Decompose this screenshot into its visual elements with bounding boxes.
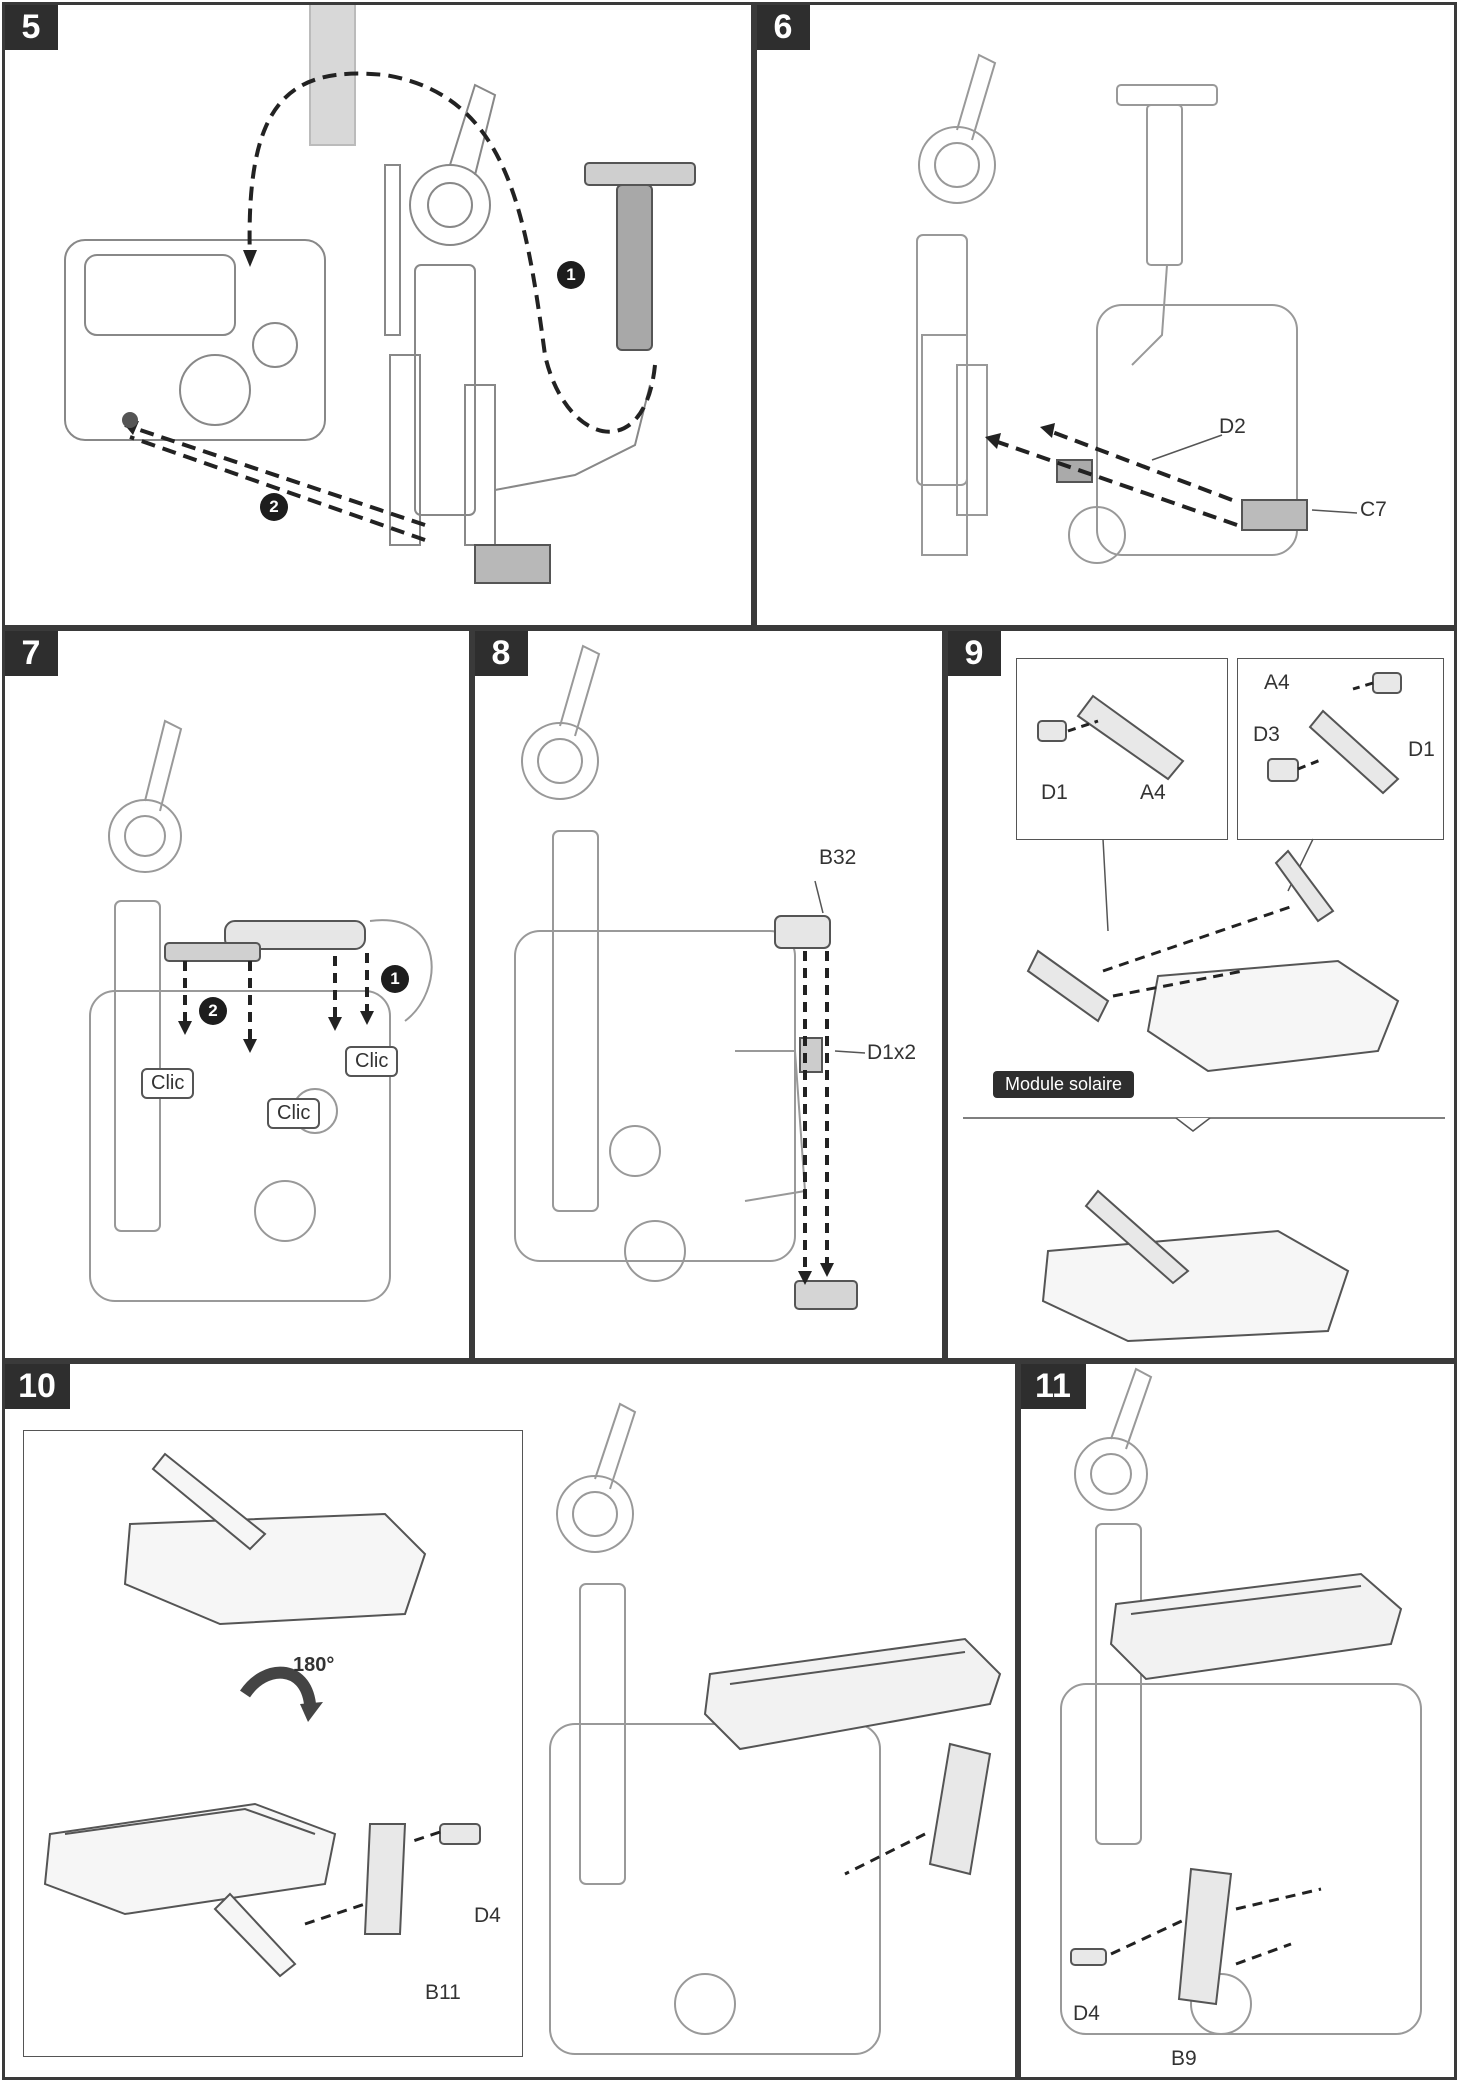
part-label-a4-left: A4 (1140, 781, 1166, 804)
solar-module-illustration (43, 1402, 1002, 2055)
step-8-panel: 8 B32 D1x2 (472, 628, 945, 1361)
step-number: 9 (948, 631, 1001, 676)
part-label-d4: D4 (1073, 2002, 1100, 2025)
step-number: 7 (5, 631, 58, 676)
step-6-panel: 6 D2 C7 (754, 2, 1457, 628)
solar-module-illustration (963, 672, 1445, 1343)
step-11-panel: 11 D4 B9 (1018, 1361, 1457, 2080)
step-badge-1: 1 (381, 965, 409, 993)
part-label-d1x2: D1x2 (867, 1041, 917, 1064)
step-number: 10 (5, 1364, 70, 1409)
part-label-b9: B9 (1171, 2047, 1197, 2070)
step-number: 6 (757, 5, 810, 50)
clic-callout-middle: Clic (267, 1098, 321, 1129)
robot-assembly-illustration (64, 5, 696, 584)
part-label-b11: B11 (425, 1981, 461, 2004)
step-badge-1: 1 (557, 261, 585, 289)
part-label-d4: D4 (474, 1904, 501, 1927)
robot-assembly-illustration (514, 644, 866, 1310)
robot-assembly-illustration (89, 719, 433, 1302)
part-label-d1-left: D1 (1041, 781, 1068, 804)
step-7-panel: 7 1 2 Clic Clic Clic (2, 628, 472, 1361)
step-10-panel: 10 18 (2, 1361, 1018, 2080)
step-number: 5 (5, 5, 58, 50)
module-solaire-tag: Module solaire (993, 1071, 1135, 1098)
clic-callout-right: Clic (345, 1046, 399, 1077)
step-badge-2: 2 (199, 997, 227, 1025)
inset-d1-a4 (1016, 658, 1228, 840)
step-5-panel: 5 1 2 (2, 2, 754, 628)
step-number: 8 (475, 631, 528, 676)
robot-assembly-illustration (916, 53, 1358, 564)
rotation-label: 180° (293, 1654, 335, 1676)
step-badge-2: 2 (260, 493, 288, 521)
part-label-d2: D2 (1219, 415, 1246, 438)
part-label-a4-right: A4 (1264, 671, 1290, 694)
part-label-c7: C7 (1360, 498, 1387, 521)
step-number: 11 (1021, 1364, 1086, 1409)
clic-callout-left: Clic (141, 1068, 195, 1099)
step-9-panel: 9 D1 A4 A4 D3 D1 Module solaire (945, 628, 1457, 1361)
part-label-b32: B32 (819, 846, 857, 869)
part-label-d1-right: D1 (1408, 738, 1435, 761)
robot-assembly-illustration (1060, 1367, 1422, 2035)
part-label-d3: D3 (1253, 723, 1280, 746)
